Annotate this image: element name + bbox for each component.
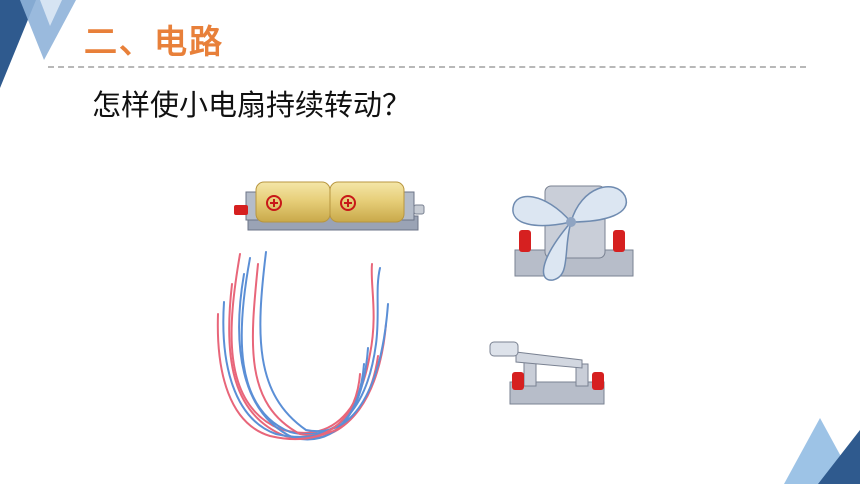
- knife-switch-icon: [489, 341, 605, 405]
- battery-holder-icon: [234, 181, 425, 231]
- corner-decoration-bottom-right: [784, 418, 860, 484]
- wires-bundle-icon: [216, 251, 389, 441]
- electric-fan-icon: [512, 185, 634, 281]
- corner-decoration-top-left: [0, 0, 76, 88]
- section-title: 二、电路: [84, 22, 224, 61]
- title-divider: [48, 66, 806, 68]
- question-text: 怎样使小电扇持续转动？: [92, 88, 412, 122]
